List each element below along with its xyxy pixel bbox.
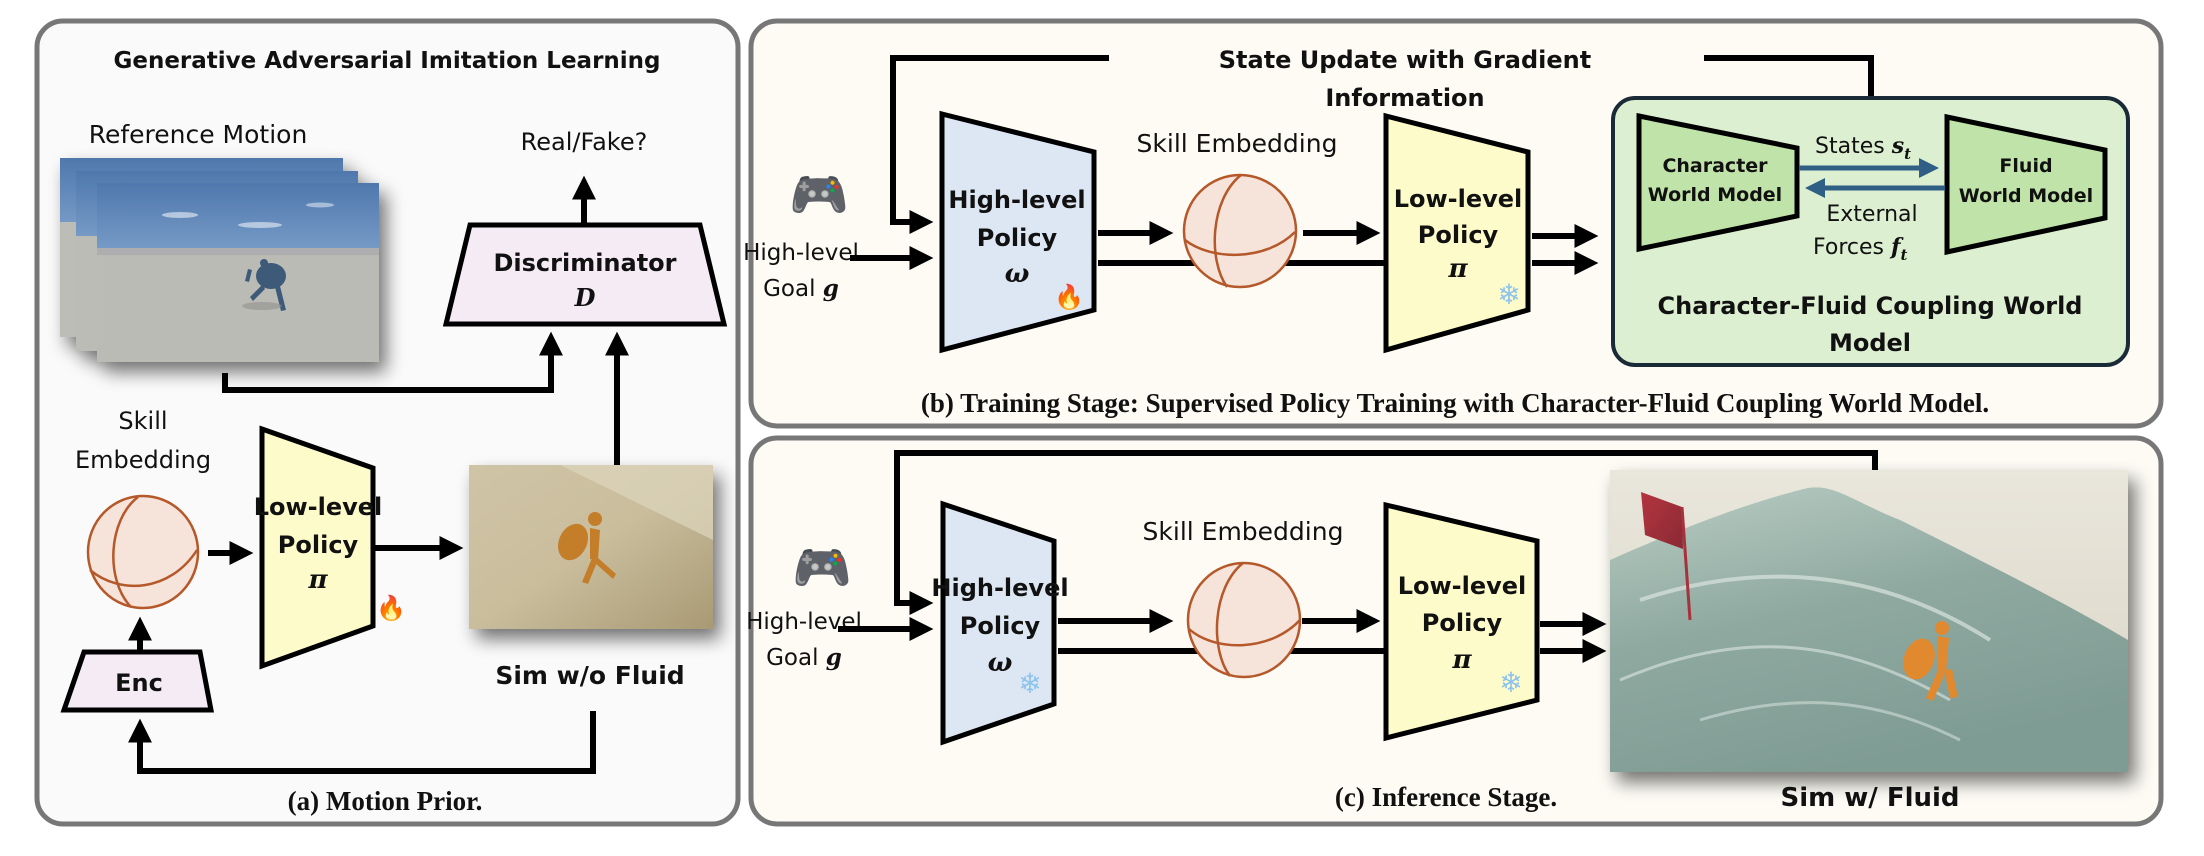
discriminator-symbol: D bbox=[574, 283, 596, 312]
low-level-policy-c-line2: Policy bbox=[1422, 609, 1503, 637]
high-level-policy-c-line1: High-level bbox=[931, 574, 1068, 602]
snowflake-icon: ❄ bbox=[1018, 667, 1041, 700]
skill-embedding-label-a: Skill bbox=[118, 407, 167, 435]
low-level-policy-block-a: Low-level Policy π 🔥 bbox=[254, 425, 406, 670]
skill-embedding-label-a-2: Embedding bbox=[75, 446, 211, 474]
arrow-reference-to-discriminator bbox=[222, 331, 563, 393]
snowflake-icon: ❄ bbox=[1497, 278, 1520, 311]
snowflake-icon: ❄ bbox=[1499, 666, 1522, 699]
fluid-world-model-line1: Fluid bbox=[1999, 155, 2052, 177]
high-level-policy-block-b: High-level Policy ω 🔥 bbox=[939, 110, 1097, 354]
encoder-block: Enc bbox=[60, 649, 215, 713]
panel-inference-stage: 🎮 High-level Goal g High-level Policy ω … bbox=[746, 435, 2164, 827]
fluid-world-model-block: Fluid World Model bbox=[1944, 113, 2108, 256]
low-level-policy-b-symbol: π bbox=[1447, 254, 1468, 284]
fluid-world-model-line2: World Model bbox=[1959, 185, 2093, 207]
forces-text: Forces bbox=[1813, 235, 1884, 260]
skill-embedding-sphere-a bbox=[86, 494, 200, 610]
states-subscript: t bbox=[1904, 145, 1911, 163]
encoder-label: Enc bbox=[115, 669, 163, 697]
panel-a-heading: Generative Adversarial Imitation Learnin… bbox=[113, 48, 660, 74]
state-update-label-1: State Update with Gradient bbox=[1219, 46, 1592, 74]
reference-frame-front bbox=[97, 183, 379, 362]
high-level-policy-c-line2: Policy bbox=[960, 612, 1041, 640]
feedback-line-c bbox=[894, 450, 1878, 615]
feedback-line-b-right bbox=[1704, 55, 1874, 97]
goal-label-c-2: Goal g bbox=[766, 644, 842, 671]
goal-label-b-text: Goal bbox=[763, 276, 815, 302]
forces-symbol: f bbox=[1889, 234, 1904, 260]
skill-embedding-sphere-b bbox=[1182, 173, 1298, 289]
forces-subscript: t bbox=[1900, 246, 1907, 264]
real-fake-label: Real/Fake? bbox=[521, 128, 648, 156]
panel-b-caption: (b) Training Stage: Supervised Policy Tr… bbox=[921, 388, 1989, 418]
panel-c-caption: (c) Inference Stage. bbox=[1335, 782, 1557, 812]
high-level-policy-b-line1: High-level bbox=[948, 186, 1085, 214]
sim-with-fluid-image bbox=[1610, 470, 2128, 772]
feedback-line-b-left bbox=[890, 55, 1109, 234]
gamepad-icon: 🎮 bbox=[789, 167, 849, 223]
low-level-policy-b-line1: Low-level bbox=[1394, 185, 1523, 213]
world-model-title-2: Model bbox=[1829, 329, 1911, 357]
forces-label-2: Forces ft bbox=[1813, 234, 1907, 264]
sim-character-a bbox=[557, 512, 616, 584]
character-world-model-line2: World Model bbox=[1648, 184, 1782, 206]
high-level-policy-b-symbol: ω bbox=[1005, 259, 1030, 289]
high-level-policy-b-line2: Policy bbox=[977, 224, 1058, 252]
states-label: States st bbox=[1815, 133, 1911, 163]
skill-embedding-sphere-c bbox=[1186, 561, 1302, 679]
low-level-policy-c-symbol: π bbox=[1451, 645, 1472, 675]
low-level-policy-c-line1: Low-level bbox=[1398, 572, 1527, 600]
character-world-model-block: Character World Model bbox=[1636, 112, 1800, 253]
low-level-policy-b-line2: Policy bbox=[1418, 221, 1499, 249]
high-level-policy-c-symbol: ω bbox=[988, 648, 1013, 678]
goal-label-c-text: Goal bbox=[766, 645, 818, 671]
low-level-policy-a-line1: Low-level bbox=[254, 493, 383, 521]
coupling-world-model: Character World Model Fluid World Model … bbox=[1611, 96, 2130, 367]
goal-label-b-2: Goal g bbox=[763, 275, 839, 302]
goal-symbol-b: g bbox=[823, 275, 839, 302]
skill-embedding-label-b: Skill Embedding bbox=[1137, 129, 1338, 158]
states-symbol: s bbox=[1891, 133, 1904, 159]
panel-motion-prior: Generative Adversarial Imitation Learnin… bbox=[34, 18, 741, 827]
sim-without-fluid-label: Sim w/o Fluid bbox=[495, 661, 684, 690]
high-level-policy-block-c: High-level Policy ω ❄ bbox=[931, 500, 1069, 746]
world-model-title-1: Character-Fluid Coupling World bbox=[1658, 292, 2083, 320]
state-update-label-2: Information bbox=[1325, 84, 1484, 112]
reference-motion-label: Reference Motion bbox=[89, 120, 308, 149]
goal-flag bbox=[1641, 492, 1692, 621]
states-text: States bbox=[1815, 134, 1885, 159]
panel-training-stage: State Update with Gradient Information 🎮… bbox=[743, 18, 2164, 429]
goal-label-b-1: High-level bbox=[743, 240, 859, 266]
reference-motion-frames bbox=[60, 158, 379, 362]
arrow-sim-to-encoder bbox=[128, 711, 596, 774]
panel-a-caption: (a) Motion Prior. bbox=[288, 786, 483, 816]
low-level-policy-block-b: Low-level Policy π ❄ bbox=[1383, 112, 1531, 354]
low-level-policy-a-symbol: π bbox=[307, 565, 328, 595]
reference-character bbox=[242, 259, 286, 311]
goal-symbol-c: g bbox=[826, 644, 842, 671]
discriminator-title: Discriminator bbox=[493, 249, 676, 277]
low-level-policy-a-line2: Policy bbox=[278, 531, 359, 559]
gamepad-icon: 🎮 bbox=[792, 540, 852, 596]
discriminator-block: Discriminator D bbox=[442, 222, 728, 327]
sim-with-fluid-label: Sim w/ Fluid bbox=[1780, 783, 1959, 813]
fire-icon: 🔥 bbox=[1054, 283, 1084, 311]
skill-embedding-label-c: Skill Embedding bbox=[1143, 517, 1344, 546]
fire-icon: 🔥 bbox=[376, 594, 406, 622]
sim-character-c bbox=[1903, 621, 1958, 701]
sim-without-fluid-image bbox=[469, 465, 713, 629]
forces-label-1: External bbox=[1826, 202, 1917, 227]
character-world-model-line1: Character bbox=[1662, 155, 1768, 177]
low-level-policy-block-c: Low-level Policy π ❄ bbox=[1383, 501, 1540, 742]
